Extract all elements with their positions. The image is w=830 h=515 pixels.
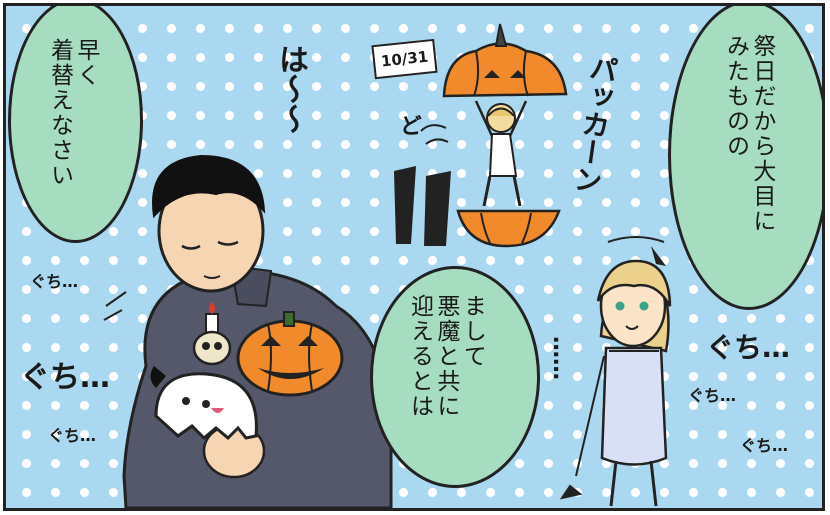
bubble-center-line: 悪魔と共に — [432, 294, 459, 419]
scene-illustration — [103, 23, 672, 508]
guchi-sfx-right-top: ぐち… — [706, 331, 791, 364]
motion-lines — [103, 124, 449, 321]
falling-boots-illustration — [394, 166, 451, 246]
ellipsis-text: …… — [548, 336, 573, 380]
sigh-sfx: は〜〜 — [273, 44, 308, 134]
bubble-right-line: 祭日だから大目に — [748, 34, 775, 234]
speech-bubble-left — [8, 6, 143, 243]
bubble-left-text: 早く 着替えなさい — [46, 38, 99, 188]
skull-candle-illustration — [192, 302, 232, 366]
comic-panel: 早く 着替えなさい まして 悪魔と共に 迎えるとは 祭日だから大目に みたものの… — [3, 3, 825, 511]
dodo-sfx: ど — [396, 114, 421, 136]
jack-o-lantern-illustration — [236, 311, 344, 397]
bubble-center-line: まして — [459, 294, 486, 369]
bubble-center-line: 迎えるとは — [406, 294, 433, 419]
speech-bubble-right — [668, 6, 822, 310]
devil-girl-jumping-illustration — [474, 100, 528, 207]
guchi-sfx-left-mid: ぐち… — [20, 360, 110, 395]
bubble-center-text: まして 悪魔と共に 迎えるとは — [406, 294, 485, 419]
date-sign: 10/31 — [371, 38, 438, 80]
pumpkin-lid-illustration — [442, 23, 568, 98]
bubble-right-text: 祭日だから大目に みたものの — [722, 34, 775, 234]
ghost-plush-illustration — [150, 366, 258, 441]
bubble-right-line: みたものの — [722, 34, 749, 159]
devil-child-illustration — [559, 236, 672, 507]
guchi-sfx-left-top: ぐち… — [30, 272, 79, 291]
guchi-sfx-right-bottom: ぐち… — [740, 436, 789, 455]
speech-bubble-center — [370, 266, 540, 488]
pumpkin-base-illustration — [456, 209, 561, 248]
guchi-sfx-right-mid: ぐち… — [688, 386, 737, 405]
bubble-left-line: 早く — [72, 38, 99, 88]
bubble-left-line: 着替えなさい — [46, 38, 73, 188]
guchi-sfx-left-bottom: ぐち… — [48, 426, 97, 445]
